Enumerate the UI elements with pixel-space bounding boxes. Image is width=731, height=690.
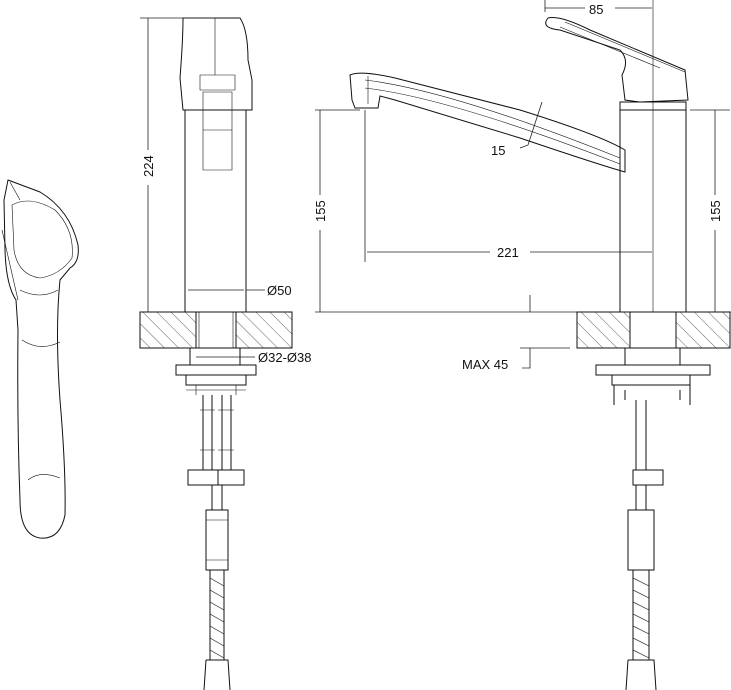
- dim-max-counter-thickness: MAX 45: [462, 357, 508, 372]
- dim-spout-height-right: 155: [708, 200, 723, 222]
- dim-spout-reach: 221: [497, 245, 519, 260]
- handle-side-view: [1, 179, 79, 539]
- dimension-lines: [140, 0, 730, 369]
- dim-body-diameter: Ø50: [267, 283, 292, 298]
- front-view: [139, 17, 293, 690]
- dim-spout-height-left: 155: [313, 200, 328, 222]
- dim-overall-height: 224: [141, 155, 156, 177]
- dim-handle-offset: 85: [589, 2, 603, 17]
- side-view: [315, 0, 731, 690]
- dim-spout-thickness: 15: [491, 143, 505, 158]
- dim-hole-diameter: Ø32-Ø38: [258, 350, 311, 365]
